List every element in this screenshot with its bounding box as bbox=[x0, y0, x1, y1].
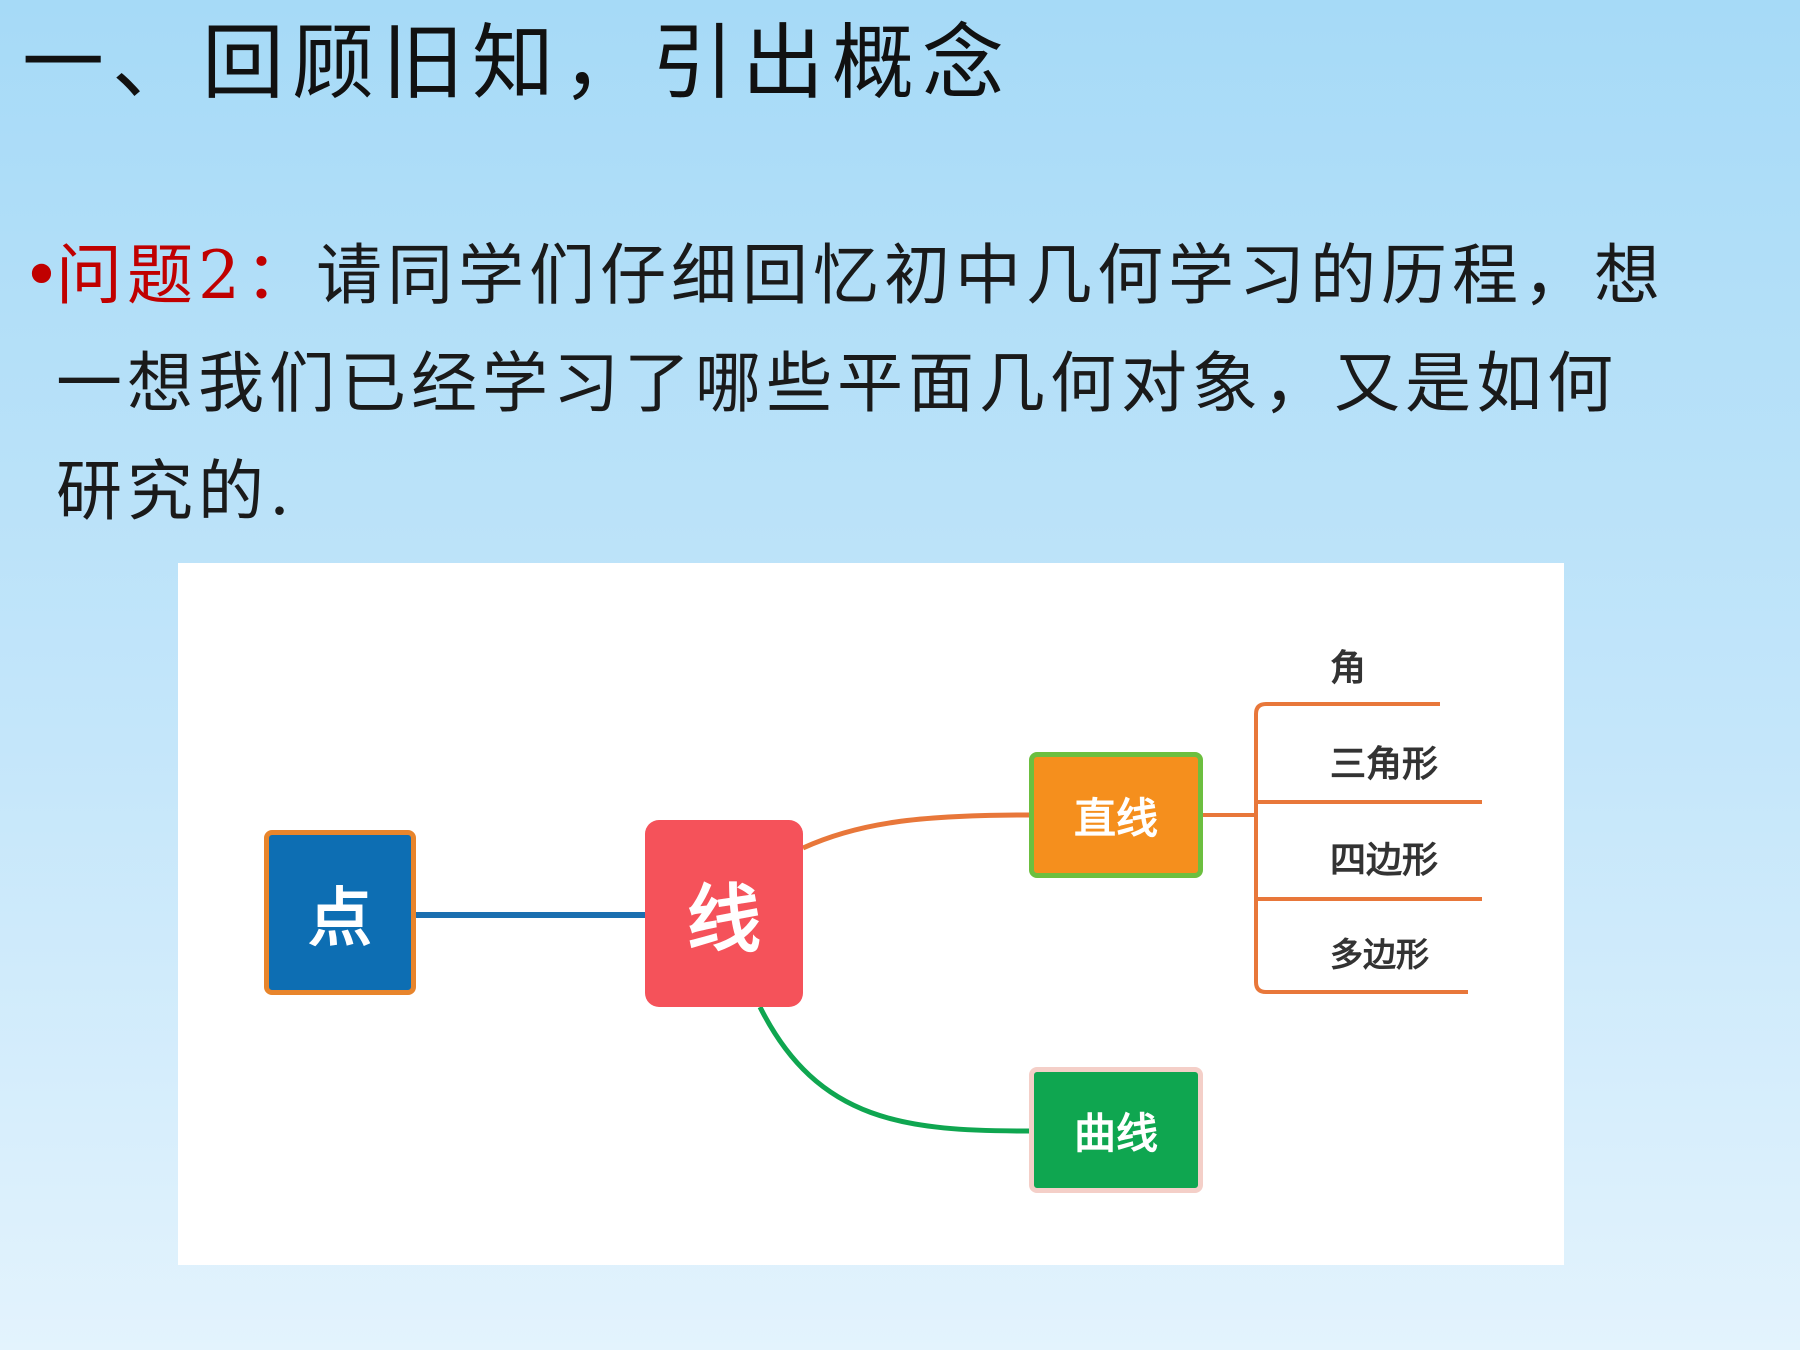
question-label: 问题2： bbox=[56, 237, 316, 314]
question-line-2: 一想我们已经学习了哪些平面几何对象，又是如何 bbox=[56, 345, 1618, 422]
node-point: 点 bbox=[264, 830, 416, 995]
leaf-triangle: 三角形 bbox=[1330, 744, 1439, 785]
leaf-quadrilateral: 四边形 bbox=[1330, 840, 1439, 881]
slide-title: 一、回顾旧知，引出概念 bbox=[22, 16, 1013, 111]
node-straight-line: 直线 bbox=[1029, 752, 1203, 878]
bullet-marker: • bbox=[22, 237, 66, 314]
bracket-vertical bbox=[1254, 702, 1468, 994]
node-line: 线 bbox=[645, 820, 803, 1007]
question-line-3: 研究的. bbox=[56, 453, 295, 530]
diagram-connectors bbox=[416, 702, 1482, 1134]
connector-line-to-curve bbox=[757, 1005, 1030, 1134]
question-line-1: •问题2：请同学们仔细回忆初中几何学习的历程，想 bbox=[22, 222, 1762, 330]
question-text-1: 请同学们仔细回忆初中几何学习的历程，想 bbox=[316, 237, 1665, 314]
leaf-polygon: 多边形 bbox=[1330, 935, 1429, 974]
mind-map-diagram: 点 线 直线 曲线 角 三角形 四边形 多边形 bbox=[178, 563, 1564, 1265]
leaf-angle: 角 bbox=[1330, 648, 1367, 689]
node-curve: 曲线 bbox=[1029, 1067, 1203, 1193]
question-paragraph: •问题2：请同学们仔细回忆初中几何学习的历程，想 一想我们已经学习了哪些平面几何… bbox=[22, 222, 1762, 546]
connector-line-to-straight bbox=[801, 812, 1030, 851]
